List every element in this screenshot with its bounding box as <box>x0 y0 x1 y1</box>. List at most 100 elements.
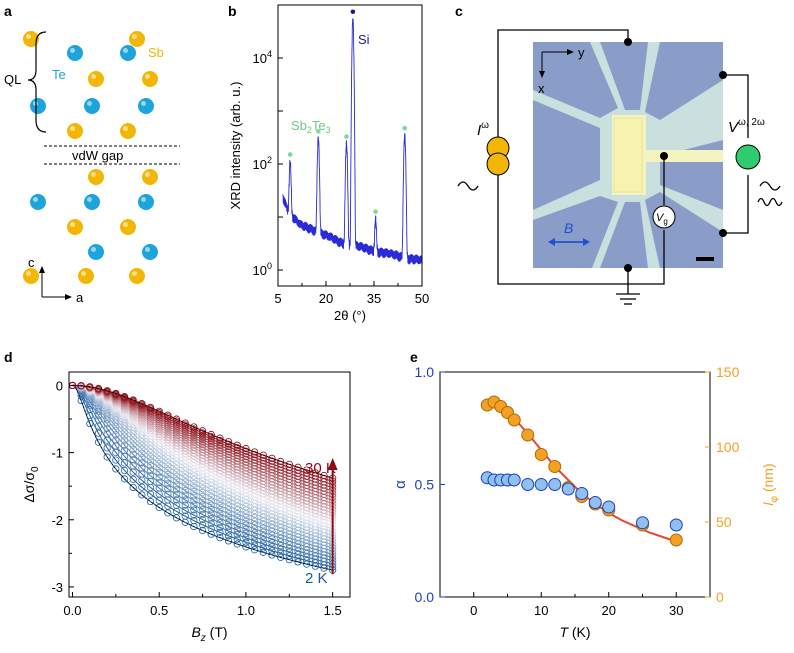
lphi-data-point <box>534 448 548 461</box>
atom-highlight <box>141 197 146 202</box>
x-tick-label: 1.5 <box>324 603 342 618</box>
mc-data-point <box>103 453 111 461</box>
electrode-top-right <box>645 42 723 120</box>
mc-data-point <box>120 466 129 474</box>
mc-data-point <box>190 506 198 514</box>
mc-data-point <box>172 491 181 499</box>
te-atom <box>88 244 104 260</box>
mc-data-point <box>190 511 198 519</box>
mc-data-point <box>112 465 120 473</box>
y-tick-label: -1 <box>51 446 63 461</box>
mc-data-point <box>207 510 215 518</box>
mc-data-point <box>146 472 155 480</box>
mc-data-point <box>181 474 189 482</box>
mc-data-point <box>94 401 103 410</box>
mc-series-line <box>72 384 333 568</box>
mc-data-point <box>129 441 137 449</box>
mc-data-point <box>242 517 250 526</box>
mc-data-point <box>112 436 120 444</box>
mc-data-point <box>268 543 276 551</box>
mc-data-point <box>207 493 215 501</box>
lphi-data-point <box>521 428 535 442</box>
panel-a: a QL Sb Te vdW gap c a <box>4 3 180 305</box>
mc-data-point <box>216 523 224 532</box>
atom-highlight <box>70 126 75 131</box>
mc-data-point <box>190 425 198 433</box>
mc-data-point <box>120 441 129 449</box>
mc-data-point <box>233 514 241 522</box>
y-left-axis-label: α <box>392 480 409 489</box>
y-tick-base: 10 <box>253 263 267 278</box>
terminal-right-bottom <box>719 229 727 237</box>
temp-low-label: 2 K <box>305 570 328 587</box>
mc-data-point <box>198 443 207 451</box>
y-tick-exponent: 4 <box>267 49 272 59</box>
mc-data-point <box>233 444 241 452</box>
y-left-tick-label: 0.5 <box>415 477 435 493</box>
y-tick-label: 100 <box>253 261 272 278</box>
sb-atom <box>129 268 145 284</box>
mc-data-point <box>233 526 241 534</box>
mc-data-point <box>164 490 172 498</box>
mc-data-point <box>146 497 155 506</box>
mc-data-point <box>155 503 163 512</box>
mc-data-point <box>224 445 233 453</box>
peak-marker <box>287 152 293 157</box>
ac-wave-right-2 <box>757 197 783 207</box>
xrd-trace <box>282 18 423 265</box>
mc-data-point <box>198 427 207 435</box>
mc-data-point <box>138 459 146 467</box>
axis-a-label: a <box>76 290 84 305</box>
mc-data-point <box>242 521 250 529</box>
ql-label: QL <box>4 72 21 87</box>
te-atom <box>120 45 136 61</box>
mc-data-point <box>207 530 215 538</box>
mc-data-point <box>103 387 111 395</box>
mc-data-point <box>216 534 224 542</box>
mc-data-point <box>216 498 224 506</box>
mc-data-point <box>181 506 189 515</box>
atom-highlight <box>123 48 128 53</box>
mc-data-point <box>138 483 146 491</box>
mc-data-point <box>216 528 224 536</box>
peak-marker <box>350 9 356 15</box>
mc-data-point <box>198 501 207 509</box>
x-tick-label: 50 <box>415 291 429 306</box>
mc-data-point <box>146 457 155 465</box>
phase-sub2: 3 <box>326 125 331 135</box>
sb-atom <box>78 268 94 284</box>
y-right-axis-label: lφ (nm) <box>760 463 780 505</box>
mc-data-point <box>181 439 189 447</box>
mc-data-point <box>198 492 207 501</box>
gate-strip <box>620 150 723 162</box>
mc-data-point <box>146 466 155 475</box>
alpha-data-point <box>548 478 562 491</box>
te-atom <box>84 194 100 210</box>
mc-data-point <box>190 492 198 500</box>
sb-atom <box>120 219 136 235</box>
atom-highlight <box>26 271 31 276</box>
crystal-atoms <box>23 31 158 284</box>
mc-data-point <box>129 483 137 492</box>
mc-data-point <box>285 460 293 468</box>
mc-data-point <box>190 441 198 449</box>
mc-data-point <box>250 537 259 545</box>
mc-data-point <box>164 480 172 488</box>
mc-data-point <box>198 526 207 535</box>
sb-atom <box>142 71 158 87</box>
atom-highlight <box>123 222 128 227</box>
mc-data-point <box>120 446 129 455</box>
mc-data-point <box>268 454 276 462</box>
mc-data-point <box>138 454 146 462</box>
y-left-tick-label: 0.0 <box>415 589 435 605</box>
y-right-axis-label-part: φ <box>769 496 780 503</box>
te-atom <box>138 194 154 210</box>
mc-data-point <box>129 456 137 464</box>
mc-data-point <box>129 445 137 454</box>
mc-series-line <box>72 384 333 571</box>
mc-data-point <box>120 436 129 444</box>
